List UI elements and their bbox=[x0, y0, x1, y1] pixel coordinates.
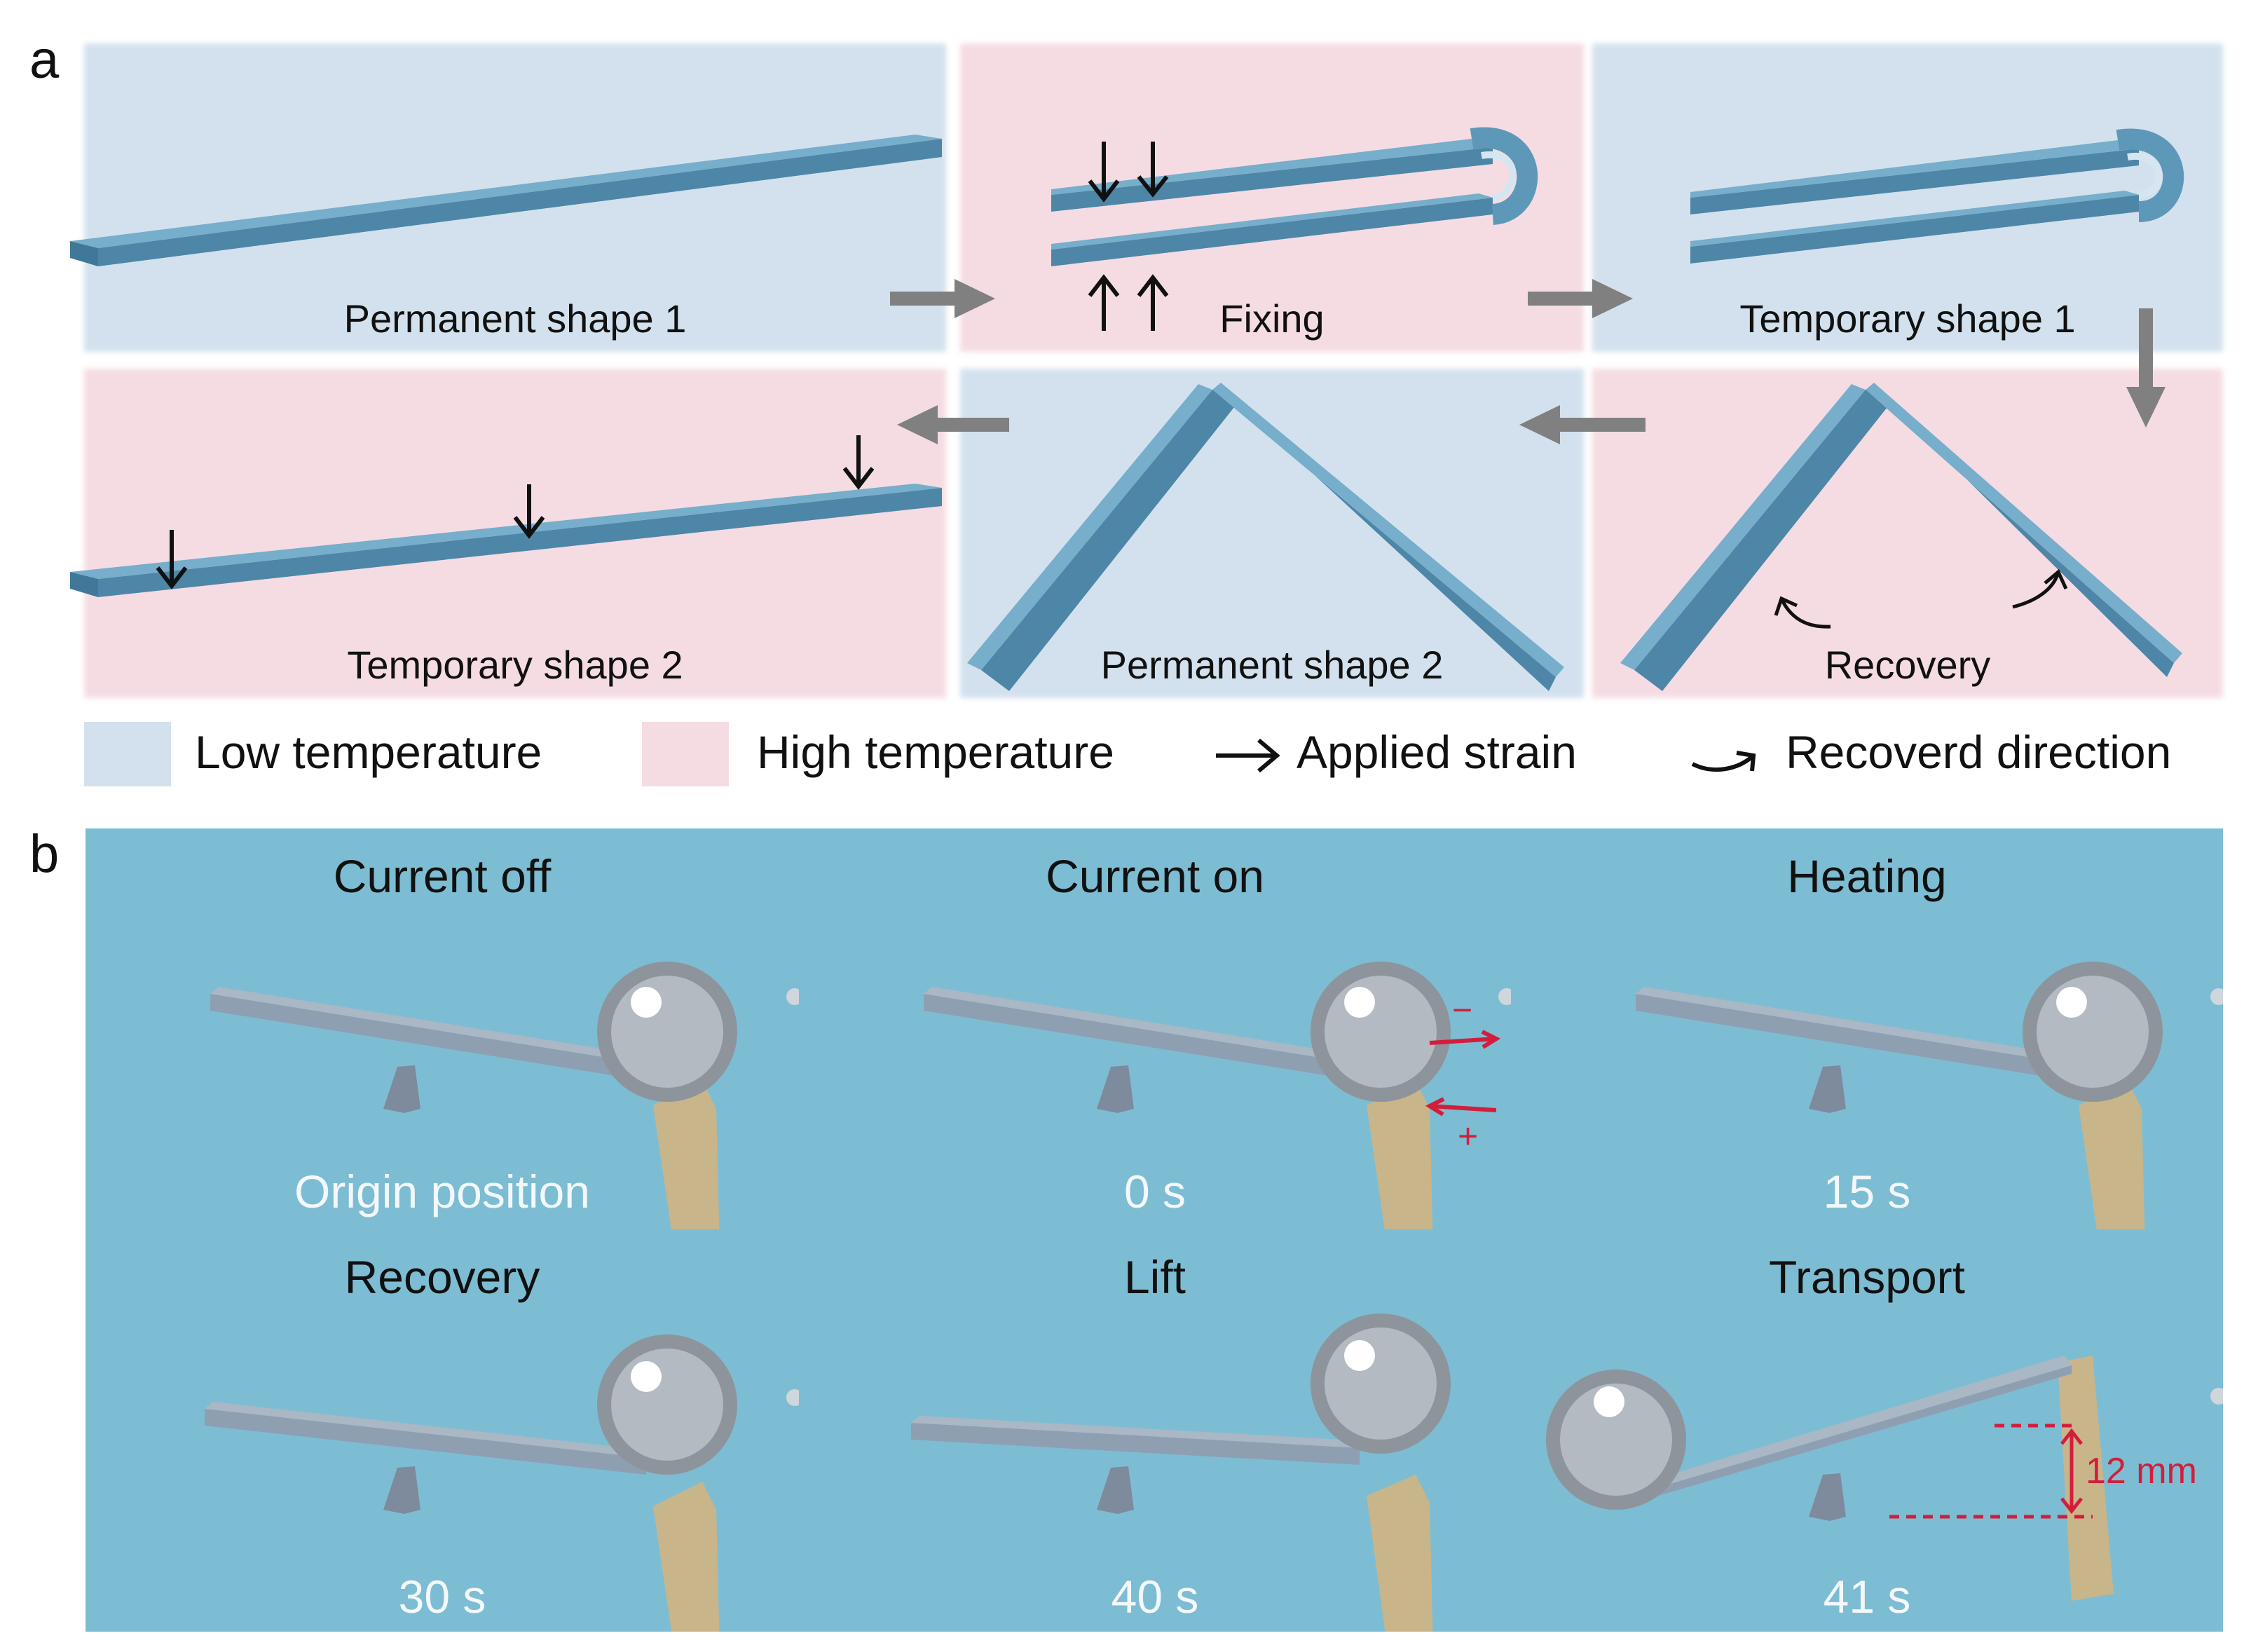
photo-frame-lift: Lift 40 s bbox=[799, 1229, 1511, 1632]
cell-permanent-shape-1: Permanent shape 1 bbox=[70, 43, 946, 352]
legend-applied-strain: Applied strain bbox=[1297, 726, 1577, 778]
frame-caption: 40 s bbox=[1111, 1571, 1199, 1623]
panel-a-letter: a bbox=[29, 30, 60, 90]
seesaw-scene bbox=[85, 828, 799, 1229]
seesaw-scene bbox=[799, 828, 1511, 1229]
photo-frame-current-off: Current off Origin position bbox=[85, 828, 799, 1229]
frame-title: Heating bbox=[1787, 850, 1947, 902]
photo-frame-transport: 12 mm Transport 41 s bbox=[1511, 1229, 2223, 1632]
bent-strip-illustration bbox=[967, 383, 1564, 691]
frame-title: Transport bbox=[1769, 1251, 1965, 1303]
frame-caption: Origin position bbox=[294, 1166, 590, 1217]
cell-temporary-shape-1: Temporary shape 1 bbox=[1592, 43, 2223, 352]
high-temperature-swatch bbox=[642, 722, 729, 786]
seesaw-scene bbox=[1511, 1229, 2223, 1632]
legend-icons bbox=[1216, 738, 1756, 773]
legend-high-temperature: High temperature bbox=[757, 726, 1114, 778]
frame-caption: 30 s bbox=[398, 1571, 486, 1623]
photo-frame-heating: Heating 15 s bbox=[1511, 828, 2223, 1229]
flat-strip-illustration bbox=[70, 135, 942, 266]
folded-strip-illustration bbox=[1690, 128, 2184, 264]
panel-b-letter: b bbox=[29, 824, 60, 884]
legend-recovered-direction: Recoverd direction bbox=[1786, 726, 2172, 778]
cell-label: Recovery bbox=[1824, 643, 1991, 687]
cell-fixing: Fixing bbox=[960, 43, 1584, 352]
lift-height-label: 12 mm bbox=[2086, 1451, 2197, 1491]
frame-title: Recovery bbox=[344, 1251, 540, 1303]
flat-strip-illustration bbox=[70, 435, 942, 597]
low-temperature-swatch bbox=[84, 722, 171, 786]
cell-temporary-shape-2: Temporary shape 2 bbox=[70, 369, 946, 698]
frame-title: Current on bbox=[1046, 850, 1264, 902]
frame-title: Current off bbox=[333, 850, 552, 902]
frame-title: Lift bbox=[1123, 1251, 1186, 1303]
recovering-strip-illustration bbox=[1620, 383, 2182, 691]
seesaw-scene bbox=[85, 1229, 799, 1632]
cell-recovery: Recovery bbox=[1592, 369, 2223, 698]
photo-frame-current-on: − + Current on 0 s bbox=[799, 828, 1511, 1229]
cell-label: Fixing bbox=[1219, 296, 1325, 341]
frame-caption: 15 s bbox=[1823, 1166, 1911, 1217]
cell-label: Temporary shape 2 bbox=[347, 643, 683, 687]
cell-label: Temporary shape 1 bbox=[1739, 296, 2076, 341]
seesaw-scene bbox=[1511, 828, 2223, 1229]
seesaw-scene bbox=[799, 1229, 1511, 1632]
frame-caption: 41 s bbox=[1823, 1571, 1911, 1623]
positive-terminal-label: + bbox=[1458, 1117, 1479, 1156]
photo-frame-recovery: Recovery 30 s bbox=[85, 1229, 799, 1632]
cell-permanent-shape-2: Permanent shape 2 bbox=[960, 369, 1584, 698]
flow-arrows bbox=[890, 279, 2166, 444]
frame-caption: 0 s bbox=[1123, 1166, 1186, 1217]
cell-label: Permanent shape 1 bbox=[343, 296, 687, 341]
cell-label: Permanent shape 2 bbox=[1100, 643, 1444, 687]
strain-arrows bbox=[1088, 142, 1169, 331]
legend-low-temperature: Low temperature bbox=[195, 726, 542, 778]
negative-terminal-label: − bbox=[1452, 990, 1473, 1030]
